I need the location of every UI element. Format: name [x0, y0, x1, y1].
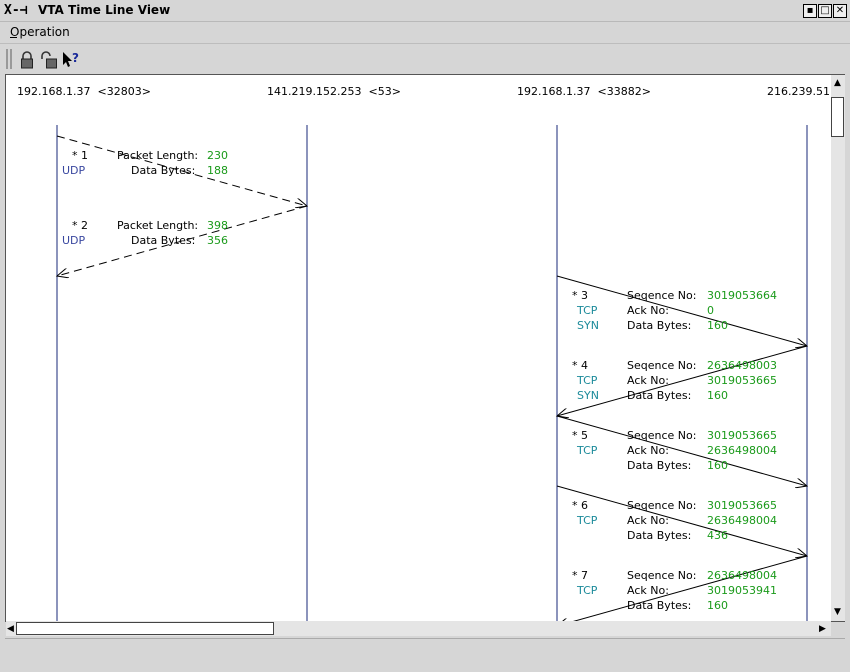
status-bar [5, 638, 845, 666]
sequence-diagram [6, 125, 845, 621]
sequence-value: 3019053665 [707, 429, 777, 442]
packet-arrow-7 [557, 555, 808, 621]
ack-label: Ack No: [627, 584, 669, 597]
window-title: VTA Time Line View [38, 3, 171, 17]
svg-text:?: ? [72, 51, 79, 65]
menu-operation[interactable]: Operation [10, 25, 70, 39]
unlock-icon[interactable] [39, 49, 59, 71]
packet-length-value: 230 [207, 149, 228, 162]
sequence-value: 2636498003 [707, 359, 777, 372]
packet-protocol: UDP [62, 164, 86, 177]
packet-number: * 2 [72, 219, 88, 232]
toolbar: ? [0, 45, 850, 73]
sequence-value: 3019053665 [707, 499, 777, 512]
maximize-icon[interactable]: □ [818, 4, 832, 18]
data-bytes-value: 160 [707, 459, 728, 472]
packet-arrow-4 [557, 345, 808, 416]
packet-length-label: Packet Length: [117, 219, 199, 232]
ack-value: 0 [707, 304, 714, 317]
packet-protocol: TCP [577, 374, 598, 387]
data-bytes-label: Data Bytes: [627, 389, 692, 402]
ack-label: Ack No: [627, 444, 669, 457]
data-bytes-label: Data Bytes: [131, 164, 196, 177]
vertical-scrollbar[interactable]: ▲ ▼ [831, 75, 845, 621]
packet-number: * 3 [572, 289, 588, 302]
sequence-label: Seqence No: [627, 289, 697, 302]
ack-value: 2636498004 [707, 514, 777, 527]
ack-label: Ack No: [627, 304, 669, 317]
sequence-value: 2636498004 [707, 569, 777, 582]
packet-number: * 1 [72, 149, 88, 162]
data-bytes-label: Data Bytes: [627, 529, 692, 542]
data-bytes-value: 436 [707, 529, 728, 542]
ack-label: Ack No: [627, 514, 669, 527]
data-bytes-value: 356 [207, 234, 228, 247]
scroll-left-icon[interactable]: ◀ [7, 624, 14, 634]
packet-arrow-3 [556, 275, 807, 346]
app-icon: X-⊣ [4, 3, 28, 18]
ack-label: Ack No: [627, 374, 669, 387]
packet-length-label: Packet Length: [117, 149, 199, 162]
horizontal-scroll-thumb[interactable] [16, 622, 274, 635]
ack-value: 3019053941 [707, 584, 777, 597]
packet-flag: SYN [577, 389, 599, 402]
sequence-label: Seqence No: [627, 499, 697, 512]
toolbar-grip[interactable] [6, 49, 12, 69]
scroll-down-icon[interactable]: ▼ [834, 607, 841, 617]
packet-number: * 5 [572, 429, 588, 442]
packet-protocol: TCP [577, 304, 598, 317]
mnemonic-underline [10, 37, 17, 38]
vertical-scroll-thumb[interactable] [831, 97, 844, 137]
lock-icon[interactable] [17, 49, 37, 71]
packet-number: * 7 [572, 569, 588, 582]
packet-protocol: TCP [577, 444, 598, 457]
packet-protocol: TCP [577, 514, 598, 527]
packet-number: * 6 [572, 499, 588, 512]
host-header-3: 192.168.1.37 <33882> [517, 85, 651, 98]
scroll-up-icon[interactable]: ▲ [834, 78, 841, 88]
sequence-label: Seqence No: [627, 569, 697, 582]
packet-arrow-2 [57, 205, 308, 276]
context-help-icon[interactable]: ? [61, 49, 81, 71]
data-bytes-label: Data Bytes: [627, 599, 692, 612]
data-bytes-label: Data Bytes: [627, 459, 692, 472]
packet-arrow-5 [556, 415, 807, 486]
data-bytes-label: Data Bytes: [131, 234, 196, 247]
sequence-label: Seqence No: [627, 359, 697, 372]
data-bytes-value: 160 [707, 389, 728, 402]
minimize-icon[interactable]: ▪ [803, 4, 817, 18]
title-bar: X-⊣ VTA Time Line View ▪ □ ✕ [0, 0, 850, 22]
data-bytes-value: 160 [707, 599, 728, 612]
host-header-1: 192.168.1.37 <32803> [17, 85, 151, 98]
packet-arrow-1 [56, 135, 307, 206]
host-header-2: 141.219.152.253 <53> [267, 85, 401, 98]
packet-protocol: TCP [577, 584, 598, 597]
sequence-label: Seqence No: [627, 429, 697, 442]
packet-protocol: UDP [62, 234, 86, 247]
close-icon[interactable]: ✕ [833, 4, 847, 18]
data-bytes-value: 188 [207, 164, 228, 177]
packet-arrow-6 [556, 485, 807, 556]
packet-length-value: 398 [207, 219, 228, 232]
packet-flag: SYN [577, 319, 599, 332]
packet-number: * 4 [572, 359, 588, 372]
scroll-right-icon[interactable]: ▶ [819, 624, 826, 634]
ack-value: 2636498004 [707, 444, 777, 457]
sequence-value: 3019053664 [707, 289, 777, 302]
timeline-view[interactable]: 192.168.1.37 <32803> 141.219.152.253 <53… [5, 74, 845, 622]
host-header-4: 216.239.51. [767, 85, 834, 98]
menu-bar: Operation [0, 22, 850, 44]
data-bytes-label: Data Bytes: [627, 319, 692, 332]
ack-value: 3019053665 [707, 374, 777, 387]
data-bytes-value: 160 [707, 319, 728, 332]
horizontal-scrollbar[interactable]: ◀ ▶ [6, 621, 831, 636]
